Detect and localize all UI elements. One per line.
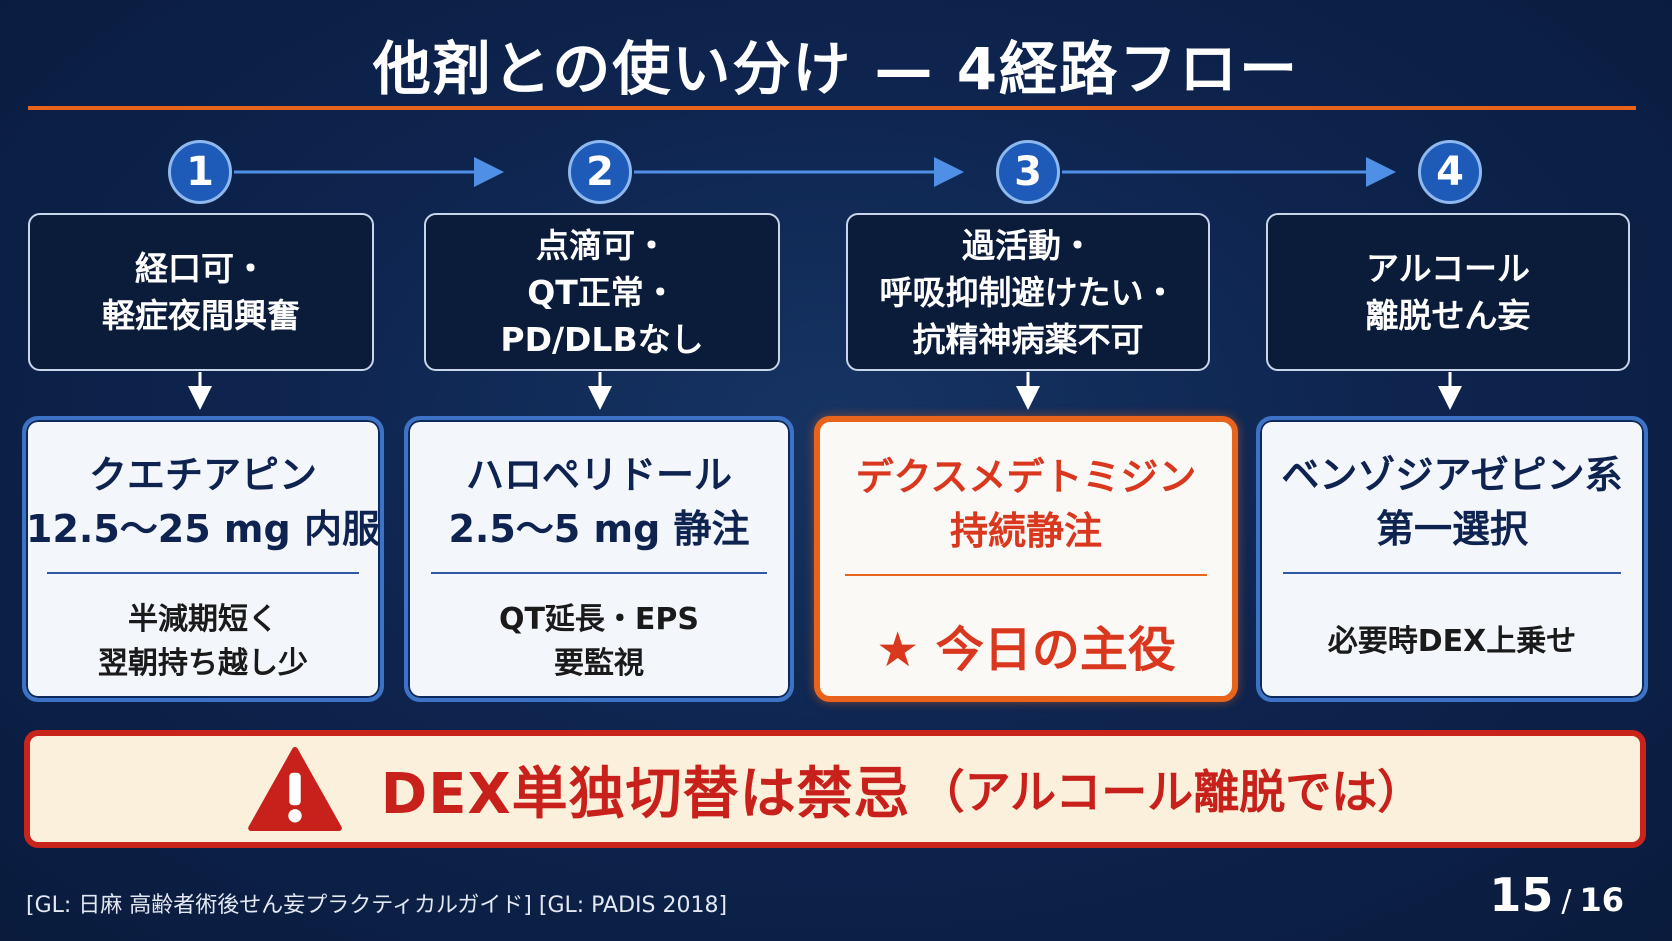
warning-banner: DEX単独切替は禁忌 （アルコール離脱では） — [24, 730, 1646, 848]
condition-box-1: 経口可・ 軽症夜間興奮 — [28, 213, 374, 371]
references: [GL: 日麻 高齢者術後せん妄プラクティカルガイド] [GL: PADIS 2… — [26, 893, 728, 918]
drug-divider — [430, 572, 768, 574]
page-separator: / — [1561, 884, 1572, 919]
drug-divider — [844, 574, 1208, 576]
drug-note: 必要時DEX上乗せ — [1327, 624, 1577, 659]
drug-divider — [1283, 572, 1621, 574]
condition-line: 抗精神病薬不可 — [912, 319, 1144, 359]
condition-box-2: 点滴可・ QT正常・ PD/DLBなし — [424, 213, 780, 371]
condition-line: 点滴可・ — [536, 225, 668, 265]
drug-note: 半減期短く 翌朝持ち越し少 — [98, 602, 308, 681]
condition-line: PD/DLBなし — [500, 319, 704, 359]
condition-box-4: アルコール 離脱せん妄 — [1266, 213, 1630, 371]
drug-box-4: ベンゾジアゼピン系 第一選択 必要時DEX上乗せ — [1256, 416, 1648, 702]
drug-note: QT延長・EPS 要監視 — [498, 602, 700, 681]
todays-highlight: ★ 今日の主役 — [876, 622, 1176, 678]
drug-box-1: クエチアピン 12.5〜25 mg 内服 半減期短く 翌朝持ち越し少 — [22, 416, 384, 702]
condition-line: アルコール — [1365, 249, 1530, 288]
drug-name: ハロペリドール 2.5〜5 mg 静注 — [448, 453, 750, 551]
condition-line: 軽症夜間興奮 — [102, 296, 300, 335]
drug-name: ベンゾジアゼピン系 第一選択 — [1281, 453, 1623, 551]
condition-line: QT正常・ — [527, 272, 677, 312]
warning-main-text: DEX単独切替は禁忌 — [380, 761, 911, 827]
condition-line: 経口可・ — [135, 249, 267, 288]
drug-box-3: デクスメデトミジン 持続静注 ★ 今日の主役 — [814, 416, 1238, 702]
drug-name: デクスメデトミジン 持続静注 — [855, 455, 1197, 553]
condition-line: 離脱せん妄 — [1365, 296, 1531, 335]
condition-line: 過活動・ — [962, 225, 1094, 265]
drug-divider — [47, 572, 359, 574]
page-number: 15/16 — [1489, 868, 1624, 922]
page-current: 15 — [1489, 868, 1554, 922]
drug-box-2: ハロペリドール 2.5〜5 mg 静注 QT延長・EPS 要監視 — [404, 416, 794, 702]
title-divider — [28, 106, 1636, 110]
step-number-2: 2 — [568, 140, 632, 204]
page-total: 16 — [1579, 881, 1624, 919]
page-title: 他剤との使い分け — 4経路フロー — [372, 35, 1300, 103]
step-number-3: 3 — [996, 140, 1060, 204]
step-number-4: 4 — [1418, 140, 1482, 204]
condition-box-3: 過活動・ 呼吸抑制避けたい・ 抗精神病薬不可 — [846, 213, 1210, 371]
warning-triangle-icon — [247, 746, 342, 832]
step-number-1: 1 — [168, 140, 232, 204]
condition-line: 呼吸抑制避けたい・ — [879, 272, 1177, 312]
drug-name: クエチアピン 12.5〜25 mg 内服 — [26, 453, 380, 551]
warning-sub-text: （アルコール離脱では） — [918, 765, 1424, 819]
